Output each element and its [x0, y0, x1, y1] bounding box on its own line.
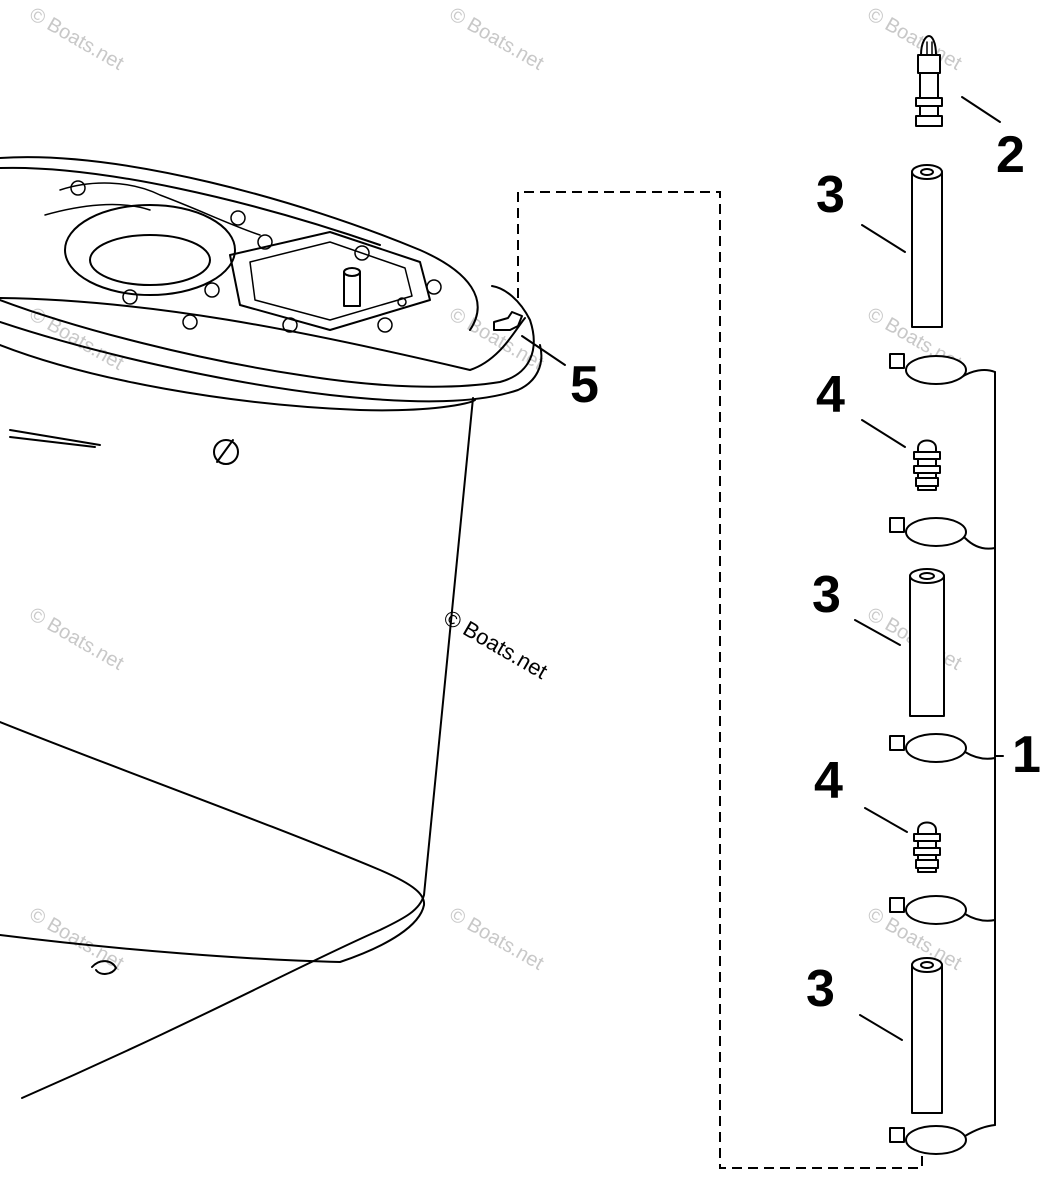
item-1-bracket — [959, 369, 1004, 1137]
item-4-connector — [913, 821, 941, 873]
hose-middle — [909, 568, 945, 717]
callout-3: 3 — [816, 166, 845, 224]
watermark: © Boats.net — [446, 3, 548, 75]
watermark: © Boats.net — [446, 903, 548, 975]
hose-clamp — [889, 1125, 967, 1155]
watermark: © Boats.net — [26, 3, 128, 75]
callout-5: 5 — [570, 356, 599, 414]
dashed-connector — [517, 191, 923, 1169]
callout-4: 4 — [816, 366, 845, 424]
callout-3: 3 — [806, 960, 835, 1018]
watermark-center: © Boats.net — [440, 605, 552, 684]
hose-clamp — [889, 353, 967, 385]
hose-clamp — [889, 895, 967, 925]
callout-4: 4 — [814, 752, 843, 810]
watermark: © Boats.net — [446, 303, 548, 375]
callout-2: 2 — [996, 126, 1025, 184]
hose-lower — [911, 957, 943, 1114]
watermark-layer: © Boats.net © Boats.net © Boats.net © Bo… — [26, 3, 966, 975]
callout-1: 1 — [1012, 726, 1041, 784]
watermark: © Boats.net — [26, 603, 128, 675]
leader-lines — [521, 96, 1001, 1041]
callout-3: 3 — [812, 566, 841, 624]
item-4-connector — [913, 439, 941, 491]
gearcase-housing — [0, 156, 543, 1099]
hose-clamp — [889, 733, 967, 763]
hose-clamp — [889, 517, 967, 547]
hose-upper — [911, 164, 943, 328]
watermark: © Boats.net — [864, 3, 966, 75]
callout-labels: 1 2 3 4 3 4 3 5 — [570, 126, 1041, 1018]
item-2-fitting — [915, 35, 943, 127]
